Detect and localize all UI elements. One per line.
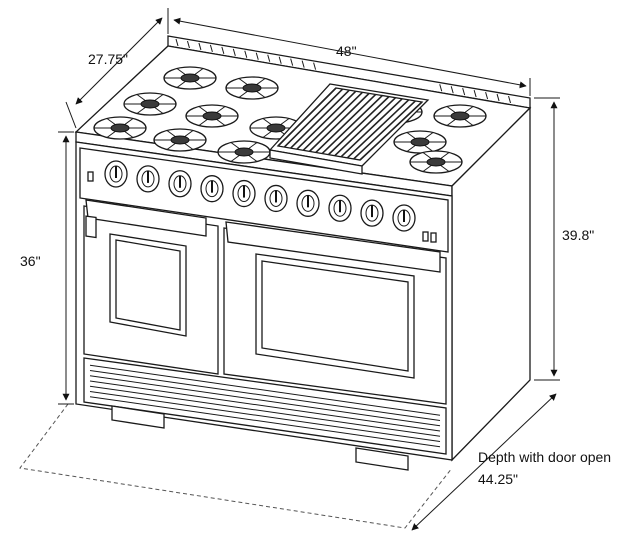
knob-icon bbox=[328, 194, 352, 222]
indicator-lights bbox=[87, 171, 437, 243]
knob-icon bbox=[296, 189, 320, 217]
knob-icon bbox=[104, 160, 128, 188]
right-door-handle bbox=[225, 221, 441, 273]
knob-icon bbox=[392, 204, 416, 232]
right-oven-door bbox=[223, 221, 447, 405]
knob-icon bbox=[136, 165, 160, 193]
knob-icon bbox=[232, 179, 256, 208]
knob-icon bbox=[264, 184, 288, 213]
burner-icon bbox=[433, 104, 487, 128]
dimension-lines bbox=[58, 8, 560, 531]
burner-icon bbox=[217, 140, 271, 164]
knob-icon bbox=[168, 170, 192, 198]
kick-plate bbox=[83, 357, 447, 455]
burner-icon bbox=[185, 104, 239, 128]
burner-icon bbox=[225, 76, 279, 100]
left-oven-door bbox=[83, 199, 219, 375]
depth-label: 27.75" bbox=[88, 51, 128, 67]
control-knobs bbox=[104, 160, 416, 232]
knob-icon bbox=[200, 175, 224, 203]
burner-icon bbox=[409, 150, 463, 174]
door-open-label: Depth with door open bbox=[478, 449, 611, 465]
door-open-value: 44.25" bbox=[478, 471, 518, 487]
knob-icon bbox=[360, 199, 384, 227]
burner-icon bbox=[93, 116, 147, 140]
burner-icon bbox=[153, 128, 207, 152]
height-total-label: 39.8" bbox=[562, 227, 594, 243]
burner-icon bbox=[123, 92, 177, 116]
griddle bbox=[268, 83, 430, 175]
burner-icon bbox=[163, 66, 217, 90]
height-body-label: 36" bbox=[20, 253, 41, 269]
left-door-handle bbox=[85, 199, 207, 237]
width-label: 48" bbox=[336, 43, 357, 59]
burner-icon bbox=[393, 130, 447, 154]
legs bbox=[111, 405, 409, 471]
